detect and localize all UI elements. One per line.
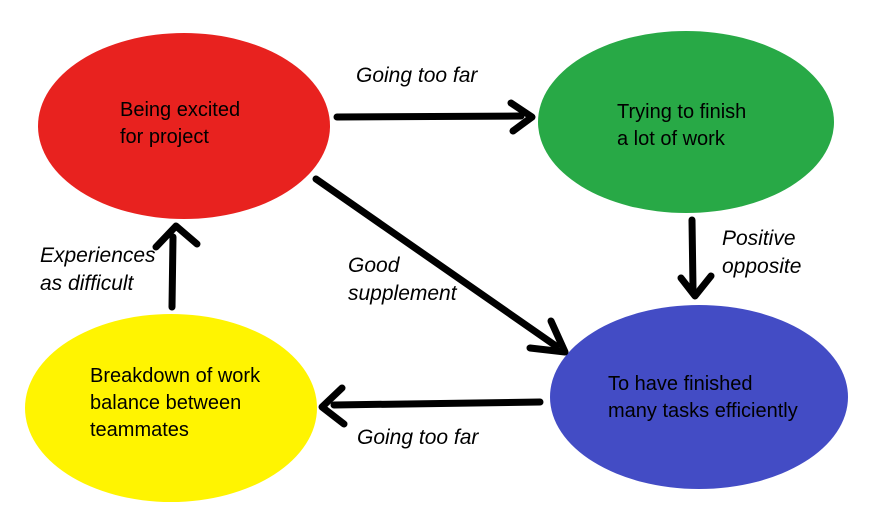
node-ellipse-breakdown — [25, 314, 317, 502]
node-label-trying-finish: Trying to finish a lot of work — [617, 101, 747, 150]
arrow-tasks-to-breakdown — [318, 384, 544, 428]
arrow-shaft — [168, 233, 177, 311]
edge-label-going-too-far-top: Going too far — [356, 64, 478, 87]
arrowhead-right-icon — [507, 99, 536, 135]
arrow-excited-to-tasks — [312, 175, 569, 356]
edge-label-experiences-difficult: Experiences as difficult — [40, 244, 156, 295]
node-label-finished-tasks: To have finished many tasks efficiently — [608, 373, 798, 422]
edge-label-positive-opposite: Positive opposite — [722, 227, 802, 278]
node-ellipse-trying-finish — [538, 31, 834, 213]
arrowhead-left-icon — [318, 384, 348, 428]
arrow-shaft — [688, 216, 697, 292]
arrowhead-up-icon — [152, 222, 201, 251]
arrow-shaft — [312, 175, 560, 350]
node-label-breakdown: Breakdown of work balance between teamma… — [90, 365, 261, 441]
arrow-breakdown-to-excited — [152, 222, 201, 311]
arrow-finish-to-tasks — [677, 216, 715, 300]
edge-label-going-too-far-bottom: Going too far — [357, 426, 479, 449]
arrow-excited-to-finish — [333, 99, 536, 135]
node-ellipse-finished-tasks — [550, 305, 848, 489]
arrowhead-diagonal-icon — [526, 317, 569, 356]
arrow-shaft — [330, 398, 544, 409]
node-label-being-excited: Being excited for project — [120, 99, 241, 148]
arrowhead-down-icon — [677, 272, 715, 300]
edge-label-good-supplement: Good supplement — [348, 254, 457, 305]
arrow-shaft — [333, 112, 525, 121]
node-ellipse-being-excited — [38, 33, 330, 219]
